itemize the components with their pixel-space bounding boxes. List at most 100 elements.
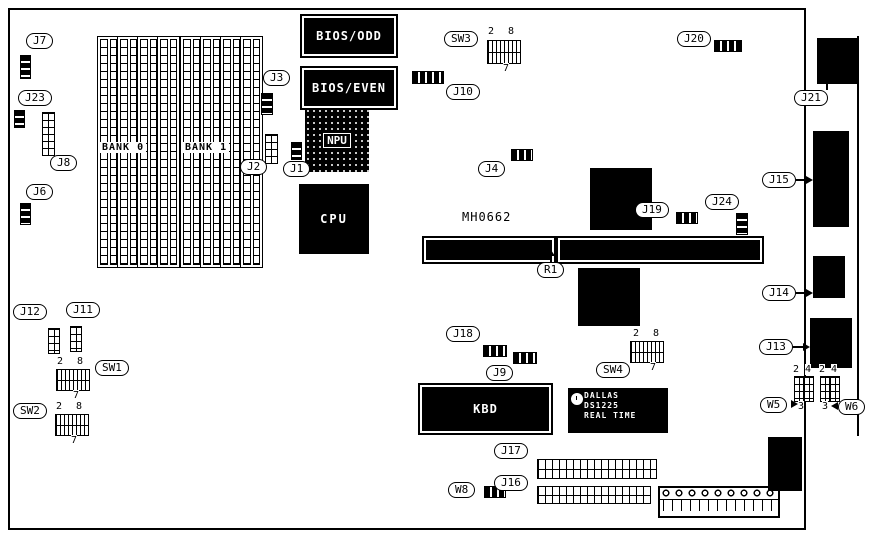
simm-socket-8	[240, 36, 263, 268]
asic-chip-1	[590, 168, 652, 230]
bank0-label: BANK 0	[100, 142, 147, 153]
pin-number: 3	[822, 401, 829, 412]
callout-j17: J17	[494, 443, 528, 459]
w5-arrow	[791, 400, 798, 408]
callout-j6: J6	[26, 184, 54, 200]
callout-j3: J3	[263, 70, 291, 86]
callout-j12: J12	[13, 304, 47, 320]
callout-w5: W5	[760, 397, 788, 413]
callout-w6: W6	[838, 399, 866, 415]
clock-icon	[571, 393, 583, 405]
bus-slot-2-body	[560, 240, 760, 260]
callout-j13: J13	[759, 339, 793, 355]
callout-j24: J24	[705, 194, 739, 210]
jumper-j18	[483, 345, 507, 357]
edge-connector	[768, 437, 802, 491]
pin-number: 7	[650, 362, 657, 373]
simm-chip-column	[160, 39, 168, 265]
pin-number: 2	[793, 364, 800, 375]
callout-sw4: SW4	[596, 362, 630, 378]
pin-number: 8	[76, 401, 83, 412]
pin-number: 7	[73, 390, 80, 401]
jumper-j10	[412, 71, 444, 84]
pin-header-j16	[537, 486, 651, 504]
pin-number: 7	[503, 63, 510, 74]
callout-j7: J7	[26, 33, 54, 49]
pin-number: 3	[798, 401, 805, 412]
callout-j23: J23	[18, 90, 52, 106]
j15-pointer-line	[796, 179, 807, 181]
pin-number: 7	[71, 435, 78, 446]
bios-even-label: BIOS/EVEN	[304, 70, 394, 106]
npu-label: NPU	[323, 132, 351, 148]
jumper-j4	[511, 149, 533, 161]
npu-chip: NPU	[305, 108, 369, 172]
jumper-w6-b	[830, 376, 840, 402]
callout-sw3: SW3	[444, 31, 478, 47]
pin-number: 8	[653, 328, 660, 339]
pin-number: 4	[831, 364, 838, 375]
pin-number: 8	[77, 356, 84, 367]
j15-arrow	[806, 176, 813, 184]
jumper-j11	[70, 326, 82, 352]
jumper-j24	[736, 213, 748, 235]
cpu-chip: CPU	[299, 184, 369, 254]
connector-j14	[813, 256, 845, 298]
callout-j2: J2	[240, 159, 268, 175]
callout-j15: J15	[762, 172, 796, 188]
bus-slot-1	[422, 236, 556, 264]
callout-j16: J16	[494, 475, 528, 491]
dip-switch-sw2	[55, 414, 89, 436]
r1-pointer-line	[550, 256, 552, 263]
callout-j1: J1	[283, 161, 311, 177]
rtc-model: DS1225	[584, 401, 619, 410]
pin-number: 2	[56, 401, 63, 412]
bus-slot-1-body	[426, 240, 552, 260]
simm-chip-column	[232, 39, 240, 265]
w6-arrow	[831, 402, 838, 410]
simm-chip-column	[149, 39, 157, 265]
pin-number: 4	[805, 364, 812, 375]
jumper-j7	[20, 55, 31, 79]
jumper-j9	[513, 352, 537, 364]
rtc-type: REAL TIME	[584, 411, 637, 420]
jumper-j3	[261, 93, 273, 115]
bank1-label: BANK 1	[183, 142, 230, 153]
callout-sw1: SW1	[95, 360, 129, 376]
kbd-chip: KBD	[418, 383, 553, 435]
rtc-chip: DALLAS DS1225 REAL TIME	[568, 388, 668, 433]
connector-j15	[813, 131, 849, 227]
pin-header-j17	[537, 459, 657, 479]
jumper-j1	[291, 142, 302, 160]
callout-j18: J18	[446, 326, 480, 342]
bios-even-chip: BIOS/EVEN	[300, 66, 398, 110]
rtc-brand: DALLAS	[584, 391, 619, 400]
callout-r1: R1	[537, 262, 565, 278]
r1-arrow	[547, 250, 555, 256]
asic-chip-2	[578, 268, 640, 326]
bus-slot-2	[556, 236, 764, 264]
part-number-text: MH0662	[462, 210, 512, 224]
callout-j20: J20	[677, 31, 711, 47]
dip-switch-sw3	[487, 40, 521, 64]
jumper-j23	[14, 110, 25, 128]
kbd-label: KBD	[422, 387, 549, 431]
pin-number: 2	[633, 328, 640, 339]
j14-arrow	[806, 289, 813, 297]
io-bracket-line	[857, 36, 859, 436]
jumper-j20	[714, 40, 742, 52]
simm-chip-column	[243, 39, 251, 265]
pin-number: 2	[488, 26, 495, 37]
callout-j9: J9	[486, 365, 514, 381]
jumper-j12	[48, 328, 60, 354]
jumper-j2	[265, 134, 278, 164]
callout-w8: W8	[448, 482, 476, 498]
jumper-j19	[676, 212, 698, 224]
callout-j11: J11	[66, 302, 100, 318]
connector-j21	[817, 38, 859, 84]
bios-odd-chip: BIOS/ODD	[300, 14, 398, 58]
callout-j8: J8	[50, 155, 78, 171]
power-pin-slots	[660, 500, 778, 511]
jumper-j6	[20, 203, 31, 225]
